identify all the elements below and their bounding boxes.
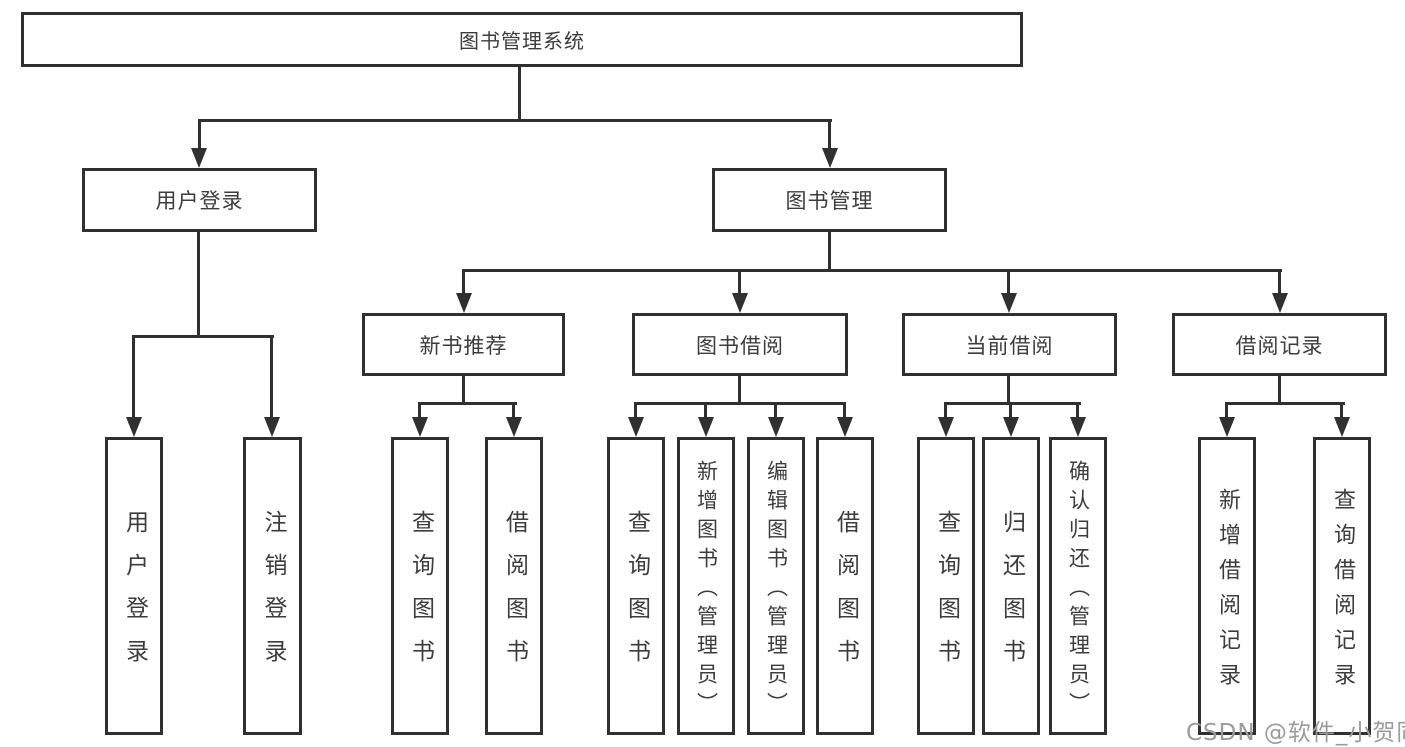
arrow-down-icon bbox=[698, 417, 714, 437]
leaf-query-books-borrowing: 查询图书 bbox=[607, 437, 665, 735]
arrow-down-icon bbox=[191, 148, 207, 168]
connector-line bbox=[132, 335, 135, 419]
arrow-down-icon bbox=[126, 417, 142, 437]
node-label: 借阅记录 bbox=[1235, 333, 1324, 358]
node-label: 借阅图书 bbox=[832, 510, 859, 682]
connector-line bbox=[418, 402, 517, 405]
connector-line bbox=[1278, 376, 1281, 405]
node-library-management-system: 图书管理系统 bbox=[21, 12, 1023, 67]
connector-line bbox=[1278, 269, 1281, 295]
arrow-down-icon bbox=[732, 293, 748, 313]
node-borrowing-records: 借阅记录 bbox=[1172, 313, 1387, 376]
connector-line bbox=[1225, 402, 1345, 405]
connector-line bbox=[738, 269, 741, 295]
leaf-confirm-return-admin: 确认归还（管理员） bbox=[1049, 437, 1107, 735]
connector-line bbox=[1340, 402, 1343, 419]
arrow-down-icon bbox=[1272, 293, 1288, 313]
connector-line bbox=[462, 376, 465, 405]
node-label: 当前借阅 bbox=[965, 333, 1054, 358]
arrow-down-icon bbox=[768, 417, 784, 437]
leaf-return-books: 归还图书 bbox=[982, 437, 1040, 735]
arrow-down-icon bbox=[506, 417, 522, 437]
connector-line bbox=[270, 335, 273, 419]
arrow-down-icon bbox=[1001, 293, 1017, 313]
connector-line bbox=[1009, 402, 1012, 419]
connector-line bbox=[1076, 402, 1079, 419]
node-label: 借阅图书 bbox=[501, 510, 528, 682]
arrow-down-icon bbox=[1070, 417, 1086, 437]
arrow-down-icon bbox=[837, 417, 853, 437]
node-label: 新增图书（管理员） bbox=[694, 459, 719, 721]
node-book-borrowing: 图书借阅 bbox=[632, 313, 848, 376]
node-label: 注销登录 bbox=[260, 510, 286, 682]
node-label: 新书推荐 bbox=[419, 333, 508, 358]
leaf-query-borrow-record: 查询借阅记录 bbox=[1313, 437, 1371, 735]
connector-line bbox=[518, 67, 521, 120]
node-current-borrowing: 当前借阅 bbox=[902, 313, 1117, 376]
connector-line bbox=[198, 119, 201, 150]
node-label: 编辑图书（管理员） bbox=[764, 459, 789, 721]
node-label: 用户登录 bbox=[155, 189, 244, 213]
connector-line bbox=[828, 119, 831, 150]
node-label: 图书借阅 bbox=[696, 333, 784, 358]
node-label: 确认归还（管理员） bbox=[1066, 459, 1091, 721]
connector-line bbox=[634, 402, 846, 405]
connector-line bbox=[197, 232, 200, 338]
node-user-login: 用户登录 bbox=[82, 168, 317, 232]
connector-line bbox=[828, 232, 831, 272]
connector-line bbox=[738, 376, 741, 405]
connector-line bbox=[1007, 269, 1010, 295]
connector-line bbox=[843, 402, 846, 419]
arrow-down-icon bbox=[822, 148, 838, 168]
connector-line bbox=[1225, 402, 1228, 419]
arrow-down-icon bbox=[628, 417, 644, 437]
connector-line bbox=[774, 402, 777, 419]
leaf-add-books-admin: 新增图书（管理员） bbox=[677, 437, 735, 735]
leaf-query-books-current: 查询图书 bbox=[917, 437, 975, 735]
node-label: 用户登录 bbox=[121, 510, 148, 682]
node-label: 查询图书 bbox=[407, 510, 434, 682]
node-book-management: 图书管理 bbox=[712, 168, 947, 232]
leaf-query-books-recommend: 查询图书 bbox=[391, 437, 449, 735]
csdn-watermark: CSDN @软件_小贺同学 bbox=[1186, 720, 1405, 746]
arrow-down-icon bbox=[264, 417, 280, 437]
leaf-logout: 注销登录 bbox=[243, 437, 302, 735]
connector-line bbox=[462, 269, 1282, 272]
arrow-down-icon bbox=[938, 417, 954, 437]
connector-line bbox=[462, 269, 465, 295]
node-label: 查询借阅记录 bbox=[1330, 487, 1355, 698]
leaf-user-login: 用户登录 bbox=[105, 437, 163, 735]
arrow-down-icon bbox=[1219, 417, 1235, 437]
node-label: 新增借阅记录 bbox=[1215, 487, 1240, 698]
leaf-edit-books-admin: 编辑图书（管理员） bbox=[747, 437, 805, 735]
node-label: 图书管理系统 bbox=[459, 29, 585, 53]
node-new-book-recommendation: 新书推荐 bbox=[362, 313, 565, 376]
arrow-down-icon bbox=[1334, 417, 1350, 437]
connector-line bbox=[418, 402, 421, 419]
connector-line bbox=[133, 335, 274, 338]
leaf-borrow-books-recommend: 借阅图书 bbox=[485, 437, 543, 735]
node-label: 查询图书 bbox=[933, 510, 960, 682]
node-label: 查询图书 bbox=[623, 510, 650, 682]
arrow-down-icon bbox=[412, 417, 428, 437]
connector-line bbox=[512, 402, 515, 419]
connector-line bbox=[634, 402, 637, 419]
node-label: 归还图书 bbox=[998, 510, 1025, 682]
connector-line bbox=[704, 402, 707, 419]
connector-line bbox=[944, 402, 947, 419]
connector-line bbox=[1007, 376, 1010, 405]
arrow-down-icon bbox=[456, 293, 472, 313]
arrow-down-icon bbox=[1003, 417, 1019, 437]
connector-line bbox=[198, 119, 832, 122]
leaf-borrow-books: 借阅图书 bbox=[816, 437, 874, 735]
connector-line bbox=[944, 402, 1081, 405]
leaf-add-borrow-record: 新增借阅记录 bbox=[1198, 437, 1256, 735]
node-label: 图书管理 bbox=[785, 189, 874, 213]
